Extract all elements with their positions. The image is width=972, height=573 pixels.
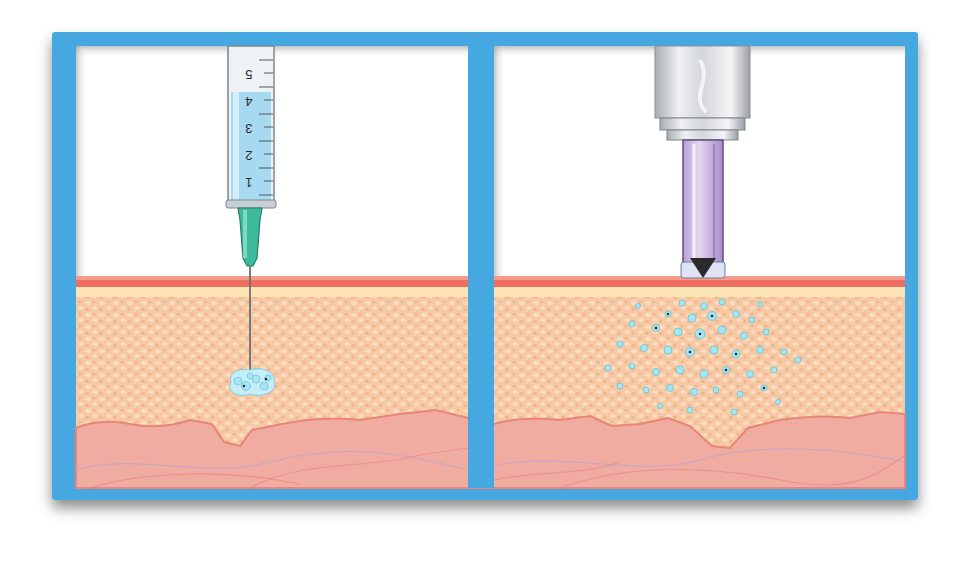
- frame: [52, 32, 918, 500]
- barrel-tip: [226, 200, 276, 208]
- drug-ampoule: [683, 140, 723, 266]
- needle: [249, 266, 251, 378]
- vessel: [494, 462, 620, 480]
- scale-marks: [259, 60, 273, 195]
- frame-divider: [468, 46, 494, 488]
- vessel: [250, 448, 468, 488]
- scale-number: 4: [245, 95, 252, 108]
- scale-number: 2: [245, 149, 252, 162]
- syringe: [226, 46, 276, 395]
- injector-ring: [667, 130, 738, 140]
- syringe-barrel: [228, 46, 274, 202]
- drug-bolus: [230, 369, 275, 396]
- ampoule-edge: [713, 144, 715, 258]
- particle: [243, 385, 245, 387]
- barrel-highlight: [233, 92, 239, 200]
- hub-highlight: [243, 210, 247, 258]
- scale-number: 5: [245, 68, 252, 81]
- vessel: [76, 451, 468, 470]
- vessel: [560, 456, 905, 488]
- nozzle: [690, 258, 716, 278]
- vessel: [90, 474, 300, 488]
- dispersed-drug: [605, 299, 801, 415]
- drug-liquid: [231, 92, 271, 200]
- scale-number: 1: [245, 176, 252, 189]
- jet-injector: [655, 46, 750, 278]
- injector-body: [655, 46, 750, 118]
- body-reflection: [700, 60, 706, 112]
- particle: [265, 378, 268, 381]
- particles: [655, 313, 766, 389]
- scale-number: 3: [245, 122, 252, 135]
- bolus-bubbles: [234, 373, 271, 391]
- vessel: [494, 449, 905, 466]
- injector-collar: [660, 118, 745, 130]
- ampoule-highlight: [693, 144, 696, 258]
- needle-hub: [238, 208, 262, 266]
